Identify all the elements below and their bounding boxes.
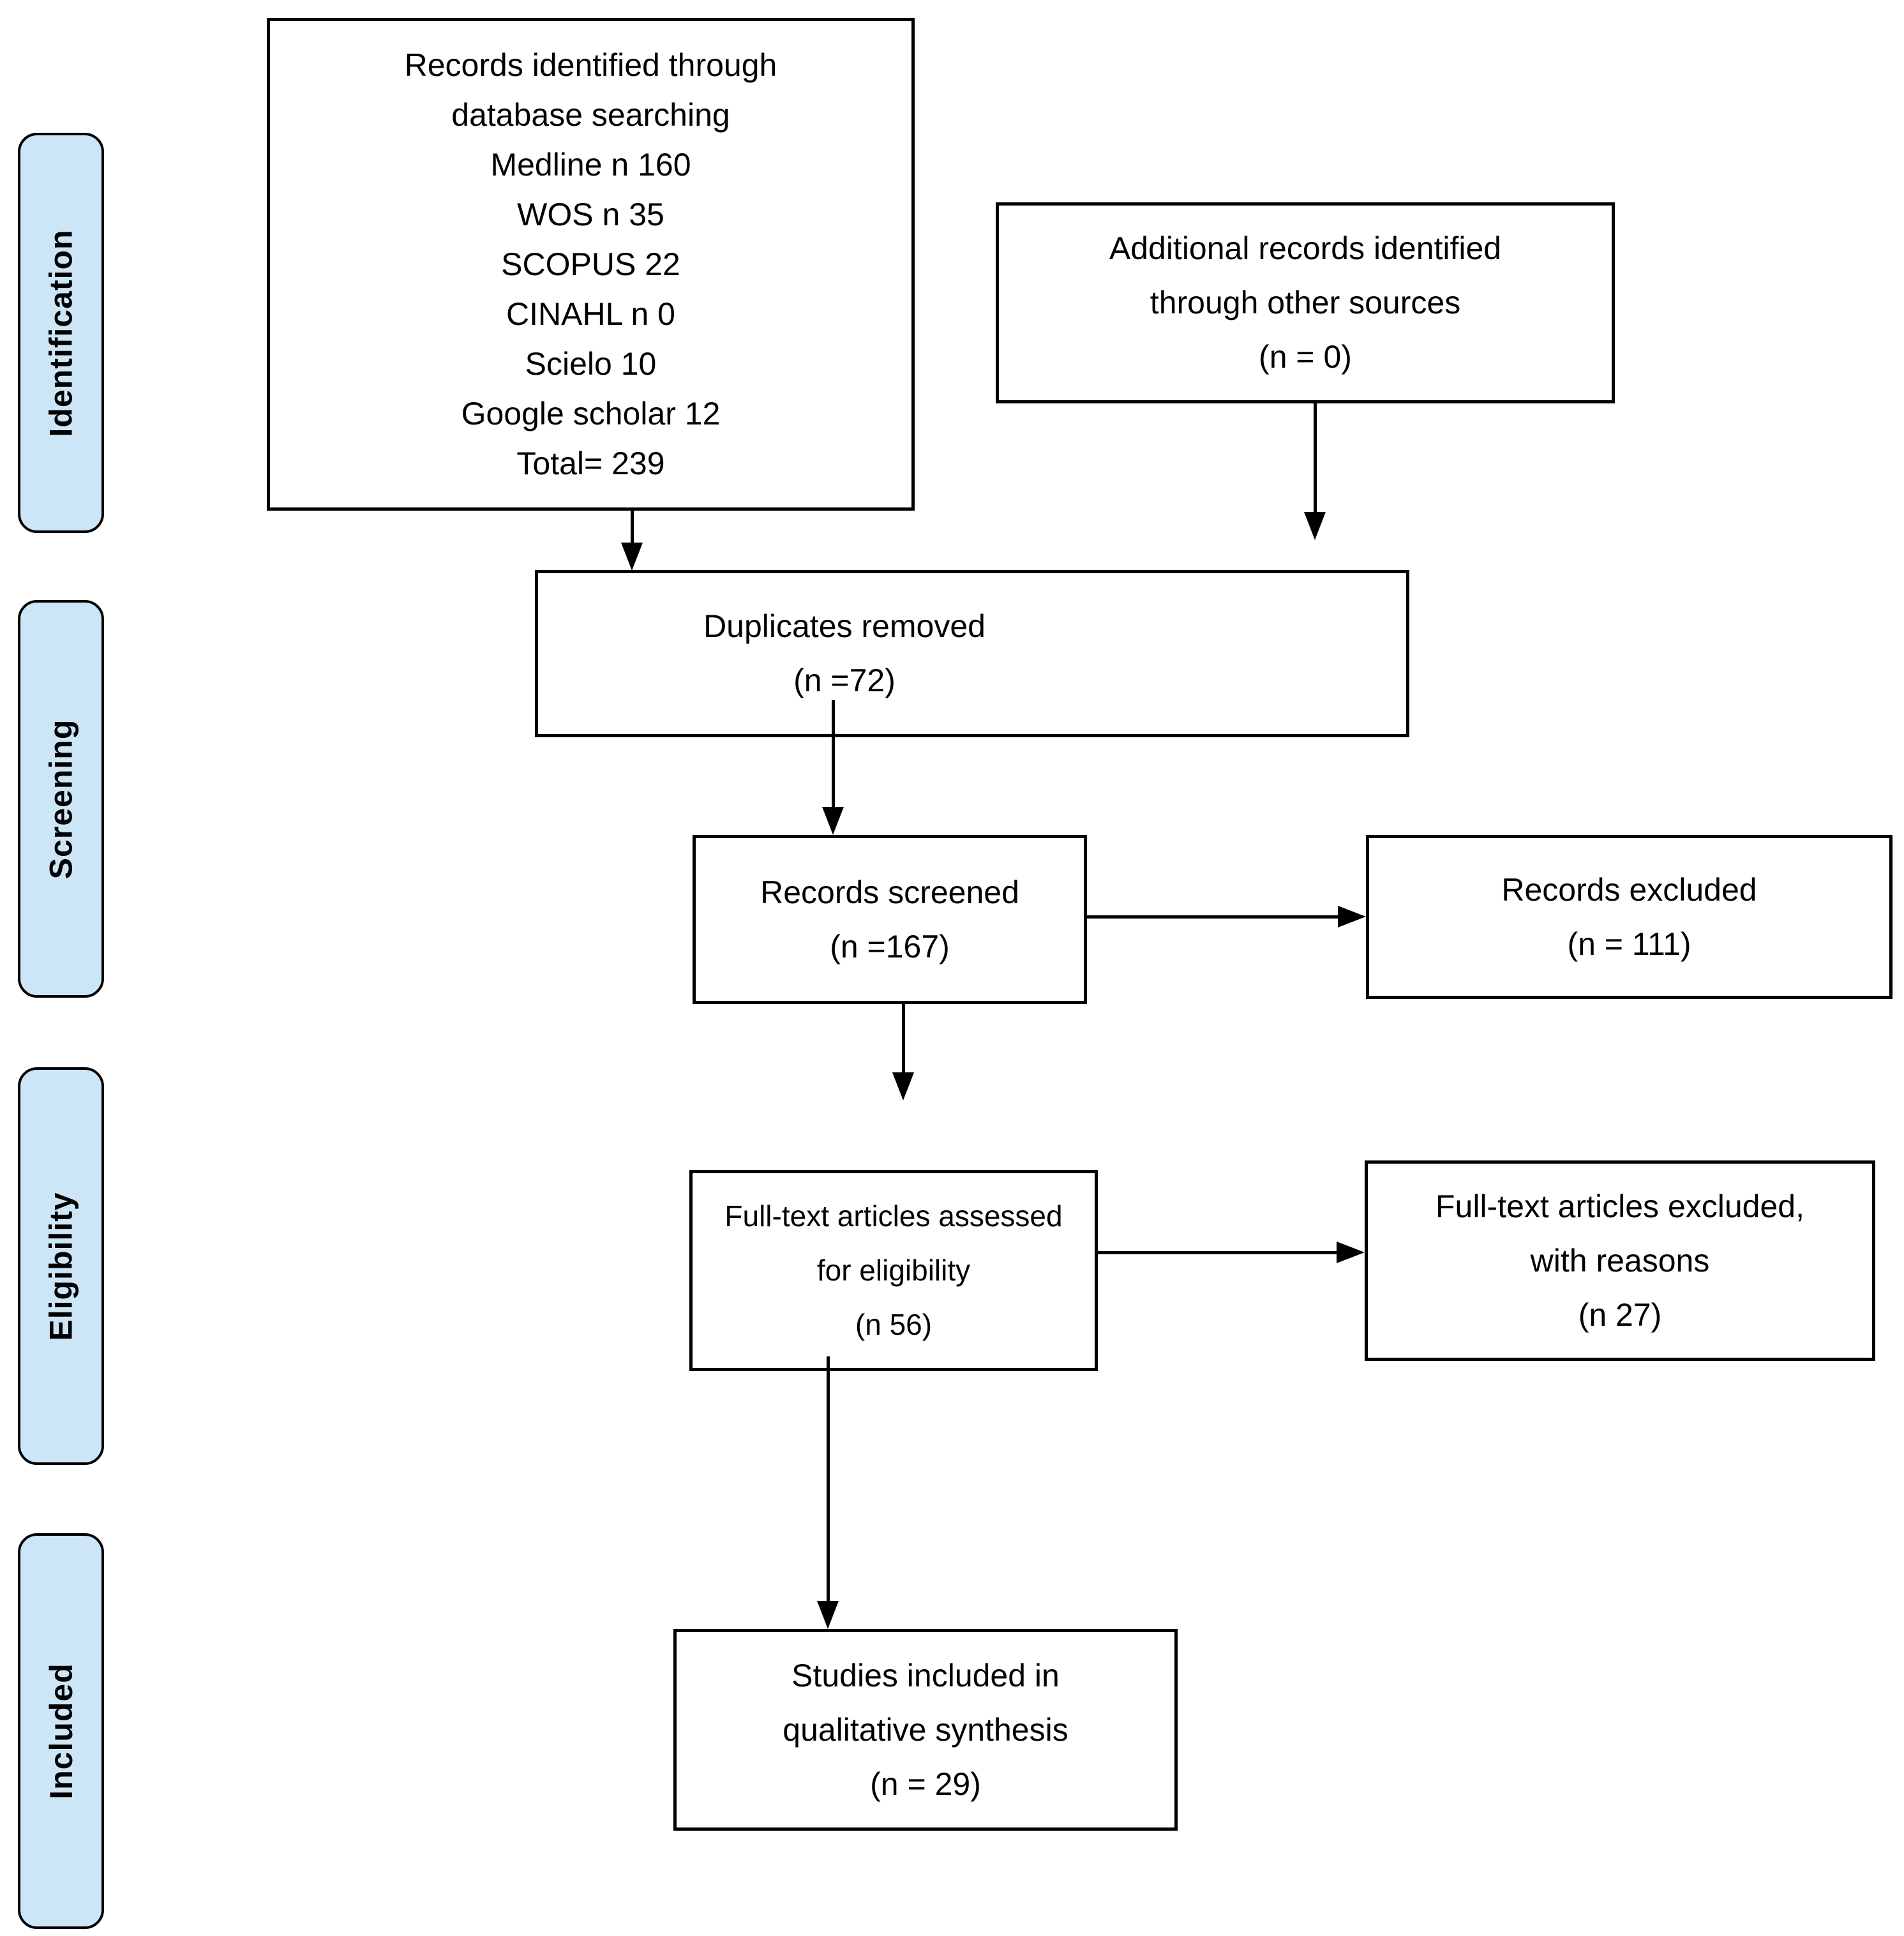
arrow-assessed-to-excluded-head	[1337, 1242, 1365, 1263]
stage-screening: Screening	[18, 600, 104, 998]
text-line: Scielo 10	[525, 346, 657, 382]
text-line: WOS n 35	[517, 197, 664, 232]
box-fulltext-excluded: Full-text articles excluded, with reason…	[1365, 1160, 1875, 1361]
arrow-screened-to-excluded-head	[1338, 906, 1366, 927]
text-line: through other sources	[1150, 285, 1461, 320]
text-line: CINAHL n 0	[506, 296, 675, 332]
text-line: for eligibility	[816, 1254, 971, 1287]
arrow-assessed-to-included-line	[827, 1356, 830, 1602]
text-line: Additional records identified	[1109, 230, 1502, 266]
box-additional-records: Additional records identified through ot…	[996, 202, 1615, 403]
stage-eligibility: Eligibility	[18, 1067, 104, 1465]
box-records-identified: Records identified through database sear…	[267, 18, 915, 511]
text-line: (n = 29)	[870, 1766, 981, 1802]
arrow-screened-to-excluded-line	[1087, 915, 1339, 919]
text-line: qualitative synthesis	[783, 1711, 1068, 1748]
text-line: Studies included in	[791, 1657, 1060, 1693]
text-line: Records screened	[760, 874, 1019, 910]
box-duplicates-removed: Duplicates removed (n =72)	[535, 570, 1409, 737]
text-line: (n 56)	[855, 1308, 933, 1341]
arrow-additional-to-duplicates-head	[1304, 512, 1326, 540]
arrow-screened-down-line	[902, 1004, 905, 1074]
stage-included: Included	[18, 1533, 104, 1929]
stage-screening-label: Screening	[43, 719, 79, 879]
arrow-identified-to-duplicates-line	[631, 511, 634, 544]
box-records-screened: Records screened (n =167)	[693, 835, 1087, 1004]
text-line: SCOPUS 22	[501, 246, 680, 282]
text-line: (n = 0)	[1259, 339, 1352, 375]
arrow-duplicates-to-screened-head	[822, 807, 844, 835]
text-line: Full-text articles assessed	[724, 1199, 1063, 1233]
text-line: Google scholar 12	[461, 396, 721, 431]
text-line: database searching	[451, 97, 730, 133]
arrow-assessed-to-included-head	[817, 1601, 839, 1629]
text-line: Duplicates removed	[703, 608, 986, 644]
stage-identification: Identification	[18, 133, 104, 533]
arrow-additional-to-duplicates-line	[1314, 403, 1317, 513]
text-line: Total= 239	[516, 446, 665, 481]
text-line: Records excluded	[1501, 871, 1757, 908]
text-line: Full-text articles excluded,	[1435, 1188, 1804, 1224]
text-line: (n 27)	[1578, 1296, 1662, 1333]
box-studies-included: Studies included in qualitative synthesi…	[673, 1629, 1178, 1831]
stage-eligibility-label: Eligibility	[43, 1191, 79, 1341]
arrow-screened-down-head	[892, 1072, 914, 1100]
text-line: Medline n 160	[490, 147, 691, 183]
text-line: with reasons	[1530, 1242, 1710, 1279]
arrow-duplicates-to-screened-line	[832, 700, 835, 809]
arrow-identified-to-duplicates-head	[621, 543, 643, 571]
stage-identification-label: Identification	[43, 229, 79, 437]
text-line: (n =72)	[793, 663, 896, 698]
arrow-assessed-to-excluded-line	[1098, 1251, 1338, 1254]
stage-included-label: Included	[43, 1663, 79, 1799]
box-records-excluded: Records excluded (n = 111)	[1366, 835, 1893, 999]
text-line: (n = 111)	[1567, 926, 1691, 962]
box-fulltext-assessed: Full-text articles assessed for eligibil…	[689, 1170, 1098, 1371]
text-line: (n =167)	[830, 928, 950, 964]
text-line: Records identified through	[404, 47, 777, 83]
